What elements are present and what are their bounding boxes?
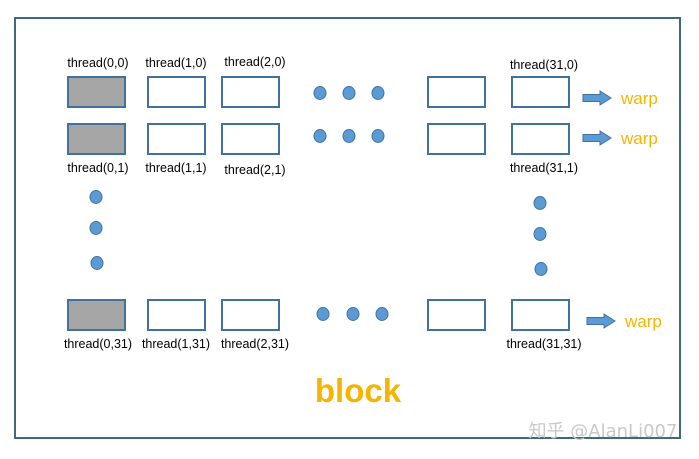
thread-cell <box>511 299 570 331</box>
ellipsis-dot <box>371 86 385 100</box>
thread-cell <box>67 299 126 331</box>
warp-label: warp <box>620 129 658 148</box>
thread-cells: thread(0,0) thread(1,0) thread(2,0) thread(… <box>64 55 582 351</box>
warp-arrow-icon <box>582 90 612 106</box>
thread-label: thread(0,0) <box>67 56 128 70</box>
ellipsis-dot <box>342 129 356 143</box>
thread-label: thread(1,0) <box>145 56 206 70</box>
thread-label: thread(31,0) <box>510 58 578 72</box>
thread-cell <box>511 123 570 155</box>
thread-cell <box>147 123 206 155</box>
warp-label: warp <box>624 312 662 331</box>
thread-cell <box>67 76 126 108</box>
thread-cell <box>221 299 280 331</box>
ellipsis-dot <box>342 86 356 100</box>
thread-cell <box>67 123 126 155</box>
thread-label: thread(0,31) <box>64 337 132 351</box>
thread-label: thread(1,1) <box>145 161 206 175</box>
thread-label: thread(2,31) <box>221 337 289 351</box>
ellipsis-dot <box>346 307 360 321</box>
thread-cell <box>511 76 570 108</box>
block-label: block <box>315 372 402 409</box>
ellipsis-dot <box>533 227 547 241</box>
thread-label: thread(1,31) <box>142 337 210 351</box>
ellipsis-dot <box>316 307 330 321</box>
thread-label: thread(31,1) <box>510 161 578 175</box>
block-border <box>14 17 681 439</box>
thread-cell <box>427 76 486 108</box>
thread-label: thread(2,1) <box>224 163 285 177</box>
ellipsis-dots <box>89 86 548 321</box>
ellipsis-dot <box>533 196 547 210</box>
ellipsis-dot <box>313 129 327 143</box>
thread-label: thread(2,0) <box>224 55 285 69</box>
warp-arrows: warp warp warp <box>582 89 662 331</box>
thread-label: thread(0,1) <box>67 161 128 175</box>
thread-cell <box>221 123 280 155</box>
thread-cell <box>221 76 280 108</box>
thread-cell <box>147 299 206 331</box>
ellipsis-dot <box>371 129 385 143</box>
warp-arrow-icon <box>582 130 612 146</box>
ellipsis-dot <box>89 190 103 204</box>
ellipsis-dot <box>90 256 104 270</box>
ellipsis-dot <box>534 262 548 276</box>
warp-arrow-icon <box>586 313 616 329</box>
ellipsis-dot <box>89 221 103 235</box>
watermark: 知乎 @AlanLi007 <box>529 421 678 442</box>
warp-label: warp <box>620 89 658 108</box>
thread-cell <box>427 299 486 331</box>
thread-label: thread(31,31) <box>506 337 581 351</box>
ellipsis-dot <box>313 86 327 100</box>
ellipsis-dot <box>375 307 389 321</box>
thread-cell <box>147 76 206 108</box>
thread-cell <box>427 123 486 155</box>
